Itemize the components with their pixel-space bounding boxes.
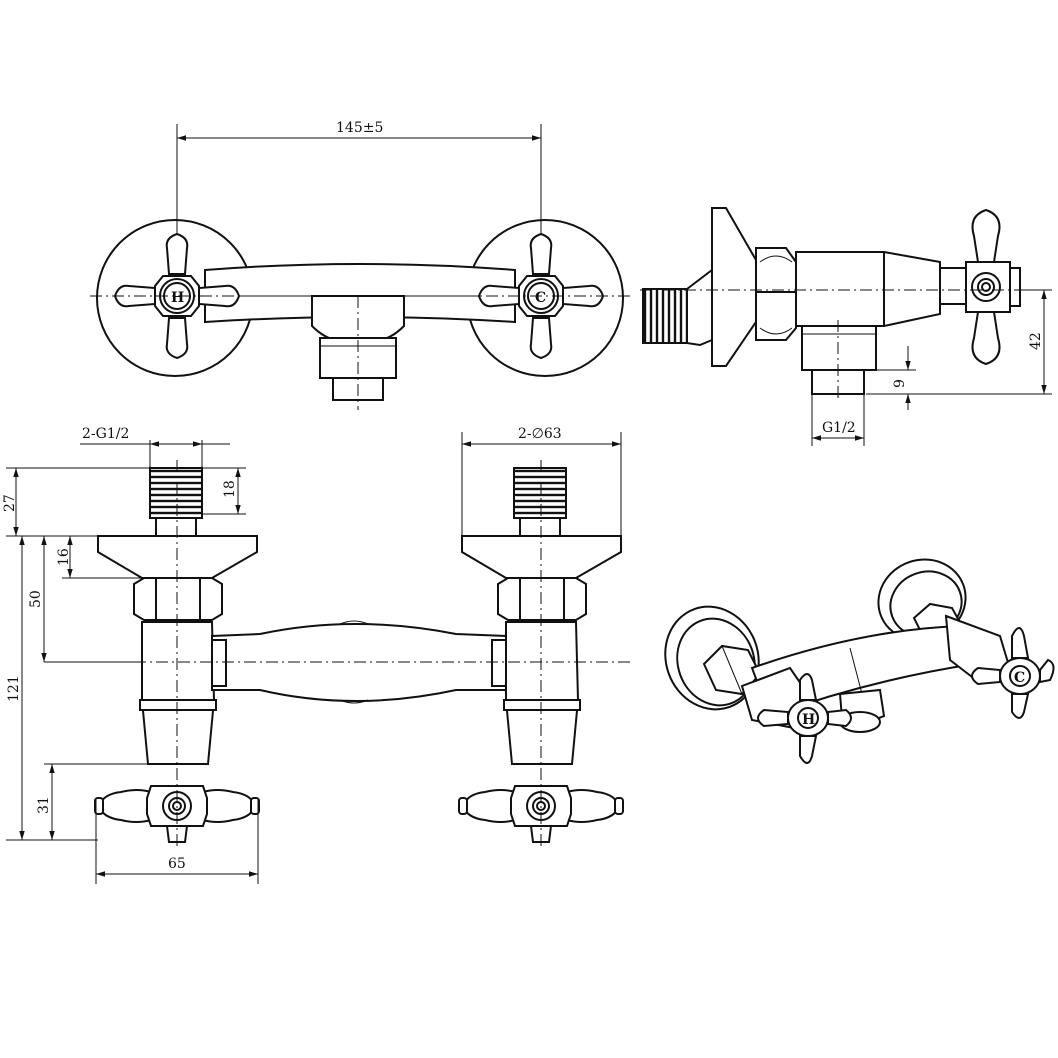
dim-inlet-thread: 2-G1/2 [82,426,129,442]
dim-side-height: 42 [1028,332,1044,350]
dim-side-thread: G1/2 [822,420,856,436]
isometric-view: H C [664,558,1055,764]
dim-nut-to-axis: 50 [28,590,44,608]
dim-thread-length: 27 [2,494,18,512]
side-view: 42 9 G1/2 [640,207,1052,446]
cold-mark-iso: C [1014,670,1025,686]
dim-handle-spacing: 145±5 [336,120,383,136]
hot-mark-top: H [171,290,184,306]
hot-mark-iso: H [802,712,815,728]
front-view: 2-G1/2 2-∅63 27 18 16 50 121 31 [2,426,630,884]
dim-flange-width: 65 [168,856,186,872]
dim-side-outlet-length: 9 [892,379,908,388]
top-view: 145±5 H C [90,120,630,410]
dim-handle-height: 31 [36,796,52,814]
dim-total-height: 121 [6,675,22,702]
dim-flange-diameter: 2-∅63 [518,426,562,442]
dim-thread-depth: 18 [222,480,238,498]
cold-mark-top: C [535,290,546,306]
dim-flange-thickness: 16 [56,548,72,566]
